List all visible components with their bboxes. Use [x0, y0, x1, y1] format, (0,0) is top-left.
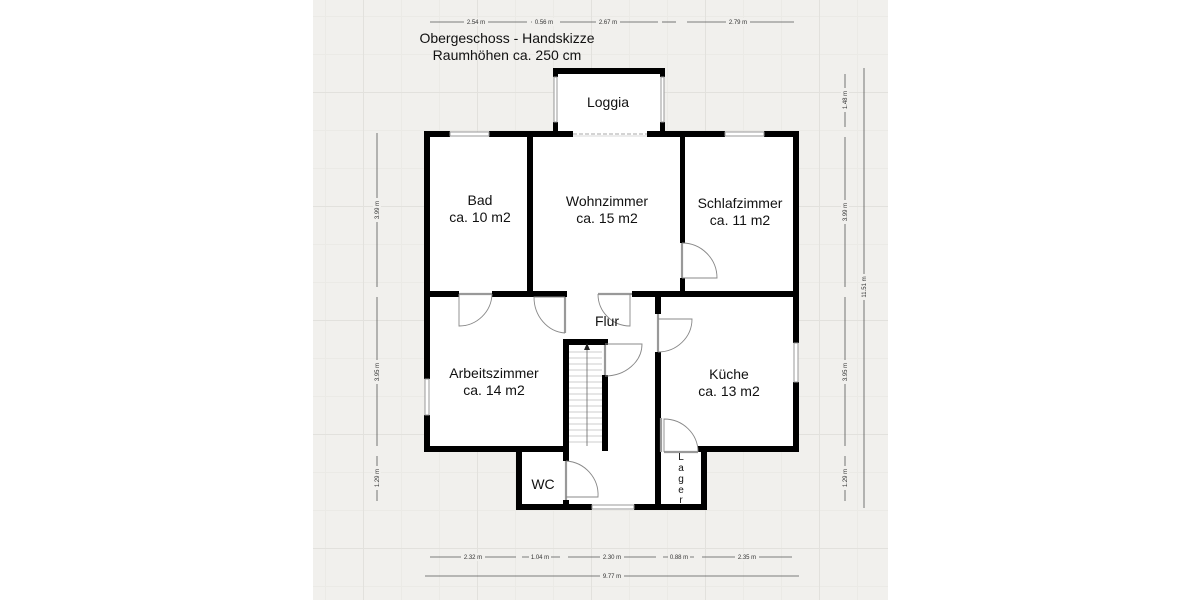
svg-text:r: r: [679, 495, 683, 506]
room-schlafzimmer-area: ca. 11 m2: [710, 212, 771, 228]
room-wohnzimmer-name: Wohnzimmer: [566, 193, 649, 209]
dim-left-1: 3.99 m: [375, 201, 381, 219]
room-bad-name: Bad: [468, 192, 493, 208]
dim-top-2: 0.56 m: [535, 20, 553, 26]
svg-text:e: e: [678, 485, 684, 496]
left-dimensions: 3.99 m 3.95 m 1.29 m: [373, 133, 381, 501]
windows: [424, 76, 799, 510]
dim-right-total: 11.51 m: [862, 276, 868, 297]
dim-bottom-5: 2.35 m: [738, 555, 756, 561]
dim-top-1: 2.54 m: [467, 20, 485, 26]
staircase: [569, 343, 602, 446]
dim-bottom-total: 9.77 m: [603, 574, 621, 580]
dim-bottom-4: 0.88 m: [670, 555, 688, 561]
right-dimensions: 1.48 m 3.99 m 3.95 m 1.29 m 11.51 m: [841, 68, 868, 508]
stair-direction-arrow-icon: [584, 343, 590, 350]
bottom-dimensions: 2.32 m 1.04 m 2.30 m 0.88 m 2.35 m 9.77 …: [425, 553, 799, 580]
dim-left-2: 3.95 m: [375, 363, 381, 381]
walls: [424, 68, 799, 510]
room-loggia-name: Loggia: [587, 94, 629, 110]
dim-top-4: 2.79 m: [729, 20, 747, 26]
svg-text:L: L: [678, 452, 684, 463]
room-schlafzimmer-name: Schlafzimmer: [698, 195, 783, 211]
plan-subtitle: Raumhöhen ca. 250 cm: [433, 47, 582, 63]
dim-right-1: 1.48 m: [843, 91, 849, 109]
dim-right-4: 1.29 m: [843, 469, 849, 487]
dim-top-3: 2.67 m: [599, 20, 617, 26]
room-lager-name: L a g e r: [678, 452, 684, 506]
room-kueche-area: ca. 13 m2: [698, 383, 760, 399]
dim-bottom-2: 1.04 m: [531, 555, 549, 561]
top-dimensions: 2.54 m 0.56 m 2.67 m 2.79 m: [430, 18, 794, 26]
dim-left-3: 1.29 m: [375, 469, 381, 487]
room-wc-name: WC: [531, 476, 554, 492]
doors: [458, 242, 718, 500]
dim-bottom-3: 2.30 m: [603, 555, 621, 561]
room-flur-name: Flur: [595, 313, 619, 329]
dim-right-3: 3.95 m: [843, 363, 849, 381]
svg-text:a: a: [678, 463, 684, 474]
dim-right-2: 3.99 m: [843, 203, 849, 221]
room-arbeitszimmer-name: Arbeitszimmer: [449, 365, 539, 381]
room-arbeitszimmer-area: ca. 14 m2: [463, 382, 525, 398]
room-wohnzimmer-area: ca. 15 m2: [576, 210, 638, 226]
room-bad-area: ca. 10 m2: [449, 209, 511, 225]
svg-text:g: g: [678, 474, 684, 485]
dim-bottom-1: 2.32 m: [464, 555, 482, 561]
room-kueche-name: Küche: [709, 366, 749, 382]
plan-title: Obergeschoss - Handskizze: [419, 30, 594, 46]
